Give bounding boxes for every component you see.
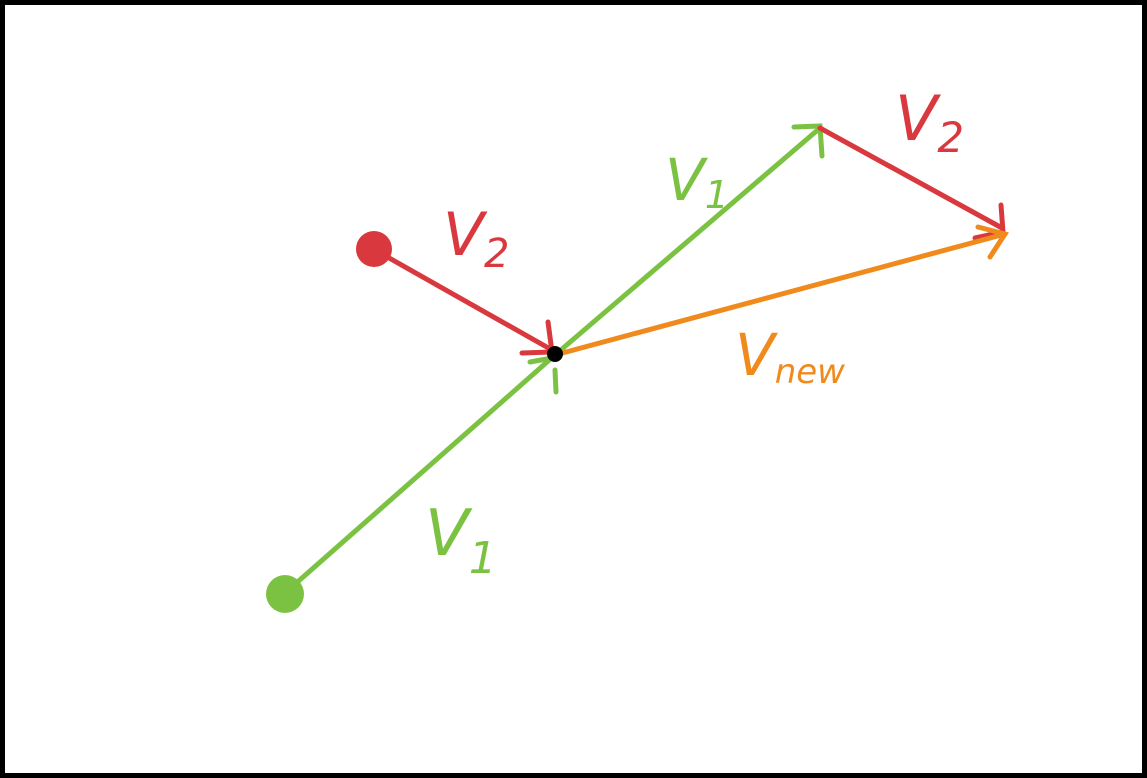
vnew-label: Vnew [735,321,845,392]
v2-top-label: V2 [895,82,964,162]
v2-start-dot [356,231,392,267]
center-point [547,346,563,362]
v2-left-label: V2 [443,200,510,277]
v1-vector-main [282,352,558,596]
v2-vector-translated [817,125,1005,231]
v1-start-dot [266,575,304,613]
vnew-vector [552,231,1008,358]
v1-main-label: V1 [425,497,497,584]
v2-vector-main [372,247,555,353]
vnew-arrowhead [975,224,1009,260]
v1-top-label: V1 [665,146,729,217]
v1-vector-translated [552,125,823,358]
v1-main-arrowhead [527,355,559,395]
